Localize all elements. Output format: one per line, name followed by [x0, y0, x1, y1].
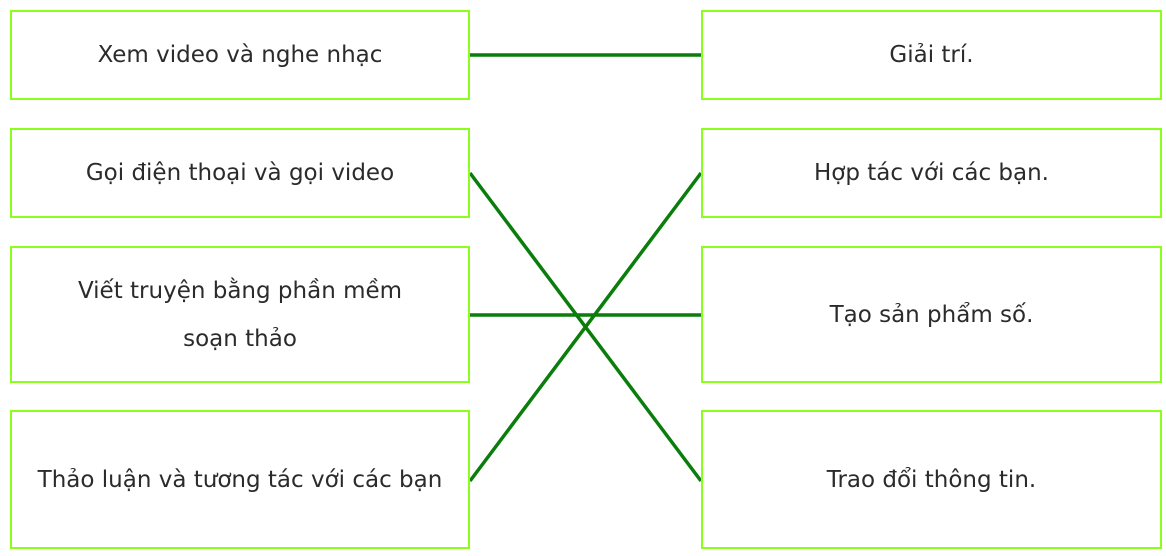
left-item-label: Xem video và nghe nhạc	[97, 42, 383, 68]
left-item-2[interactable]: Gọi điện thoại và gọi video	[10, 128, 470, 218]
right-item-label: Tạo sản phẩm số.	[829, 301, 1034, 328]
left-item-3[interactable]: Viết truyện bằng phần mềm soạn thảo	[10, 246, 470, 383]
left-item-label: Gọi điện thoại và gọi video	[85, 160, 395, 186]
right-item-1[interactable]: Giải trí.	[701, 10, 1162, 100]
right-item-label: Giải trí.	[889, 42, 974, 68]
right-item-2[interactable]: Hợp tác với các bạn.	[701, 128, 1162, 218]
right-item-4[interactable]: Trao đổi thông tin.	[701, 410, 1162, 549]
match-line-4	[468, 171, 703, 483]
left-item-label: Viết truyện bằng phần mềm soạn thảo	[77, 277, 403, 352]
left-item-1[interactable]: Xem video và nghe nhạc	[10, 10, 470, 100]
left-item-label: Thảo luận và tương tác với các bạn	[37, 466, 443, 493]
right-item-3[interactable]: Tạo sản phẩm số.	[701, 246, 1162, 383]
right-item-label: Hợp tác với các bạn.	[813, 160, 1049, 186]
left-item-4[interactable]: Thảo luận và tương tác với các bạn	[10, 410, 470, 549]
right-item-label: Trao đổi thông tin.	[826, 466, 1037, 493]
